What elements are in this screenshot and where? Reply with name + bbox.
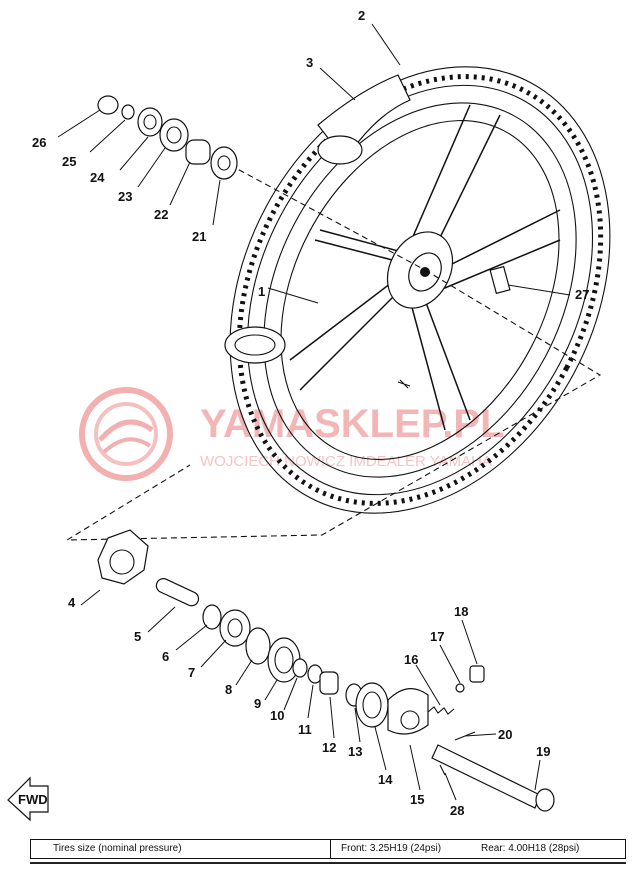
- tire-size-front: Front: 3.25H19 (24psi): [341, 843, 442, 854]
- callout-15: 15: [410, 792, 424, 807]
- callout-23: 23: [118, 189, 132, 204]
- wheel-assembly: [224, 66, 611, 514]
- callout-18: 18: [454, 604, 468, 619]
- callout-9: 9: [254, 696, 261, 711]
- fwd-label: FWD: [18, 792, 48, 807]
- watermark: YAMASKLEP.PL WOJCIECH NOWICZ IMDEALER YA…: [79, 387, 505, 481]
- callout-12: 12: [322, 740, 336, 755]
- callout-1: 1: [258, 284, 265, 299]
- tire-size-table: Tires size (nominal pressure) Front: 3.2…: [30, 839, 626, 859]
- watermark-brand: YAMASKLEP.PL: [200, 402, 505, 446]
- callout-19: 19: [536, 744, 550, 759]
- callout-28: 28: [450, 803, 464, 818]
- callout-25: 25: [62, 154, 76, 169]
- leader-lines: [57, 23, 571, 801]
- axle-parts-lower: [97, 529, 555, 812]
- callout-7: 7: [188, 665, 195, 680]
- forward-direction-icon: FWD: [7, 776, 49, 822]
- callout-24: 24: [90, 170, 105, 185]
- callout-22: 22: [154, 207, 168, 222]
- callout-5: 5: [134, 629, 141, 644]
- callout-3: 3: [306, 55, 313, 70]
- callout-10: 10: [270, 708, 284, 723]
- callout-21: 21: [192, 229, 206, 244]
- watermark-subtitle: WOJCIECH NOWICZ IMDEALER YAMAHA: [200, 453, 492, 470]
- callout-20: 20: [498, 727, 512, 742]
- callout-17: 17: [430, 629, 444, 644]
- callout-2: 2: [358, 8, 365, 23]
- callout-6: 6: [162, 649, 169, 664]
- bearing-stack-upper: [97, 95, 238, 180]
- tire-size-rear: Rear: 4.00H18 (28psi): [481, 843, 580, 854]
- watermark-logo-icon: [79, 387, 173, 481]
- bottom-rule: [30, 862, 626, 864]
- callout-16: 16: [404, 652, 418, 667]
- tire-size-label: Tires size (nominal pressure): [31, 840, 331, 858]
- callout-4: 4: [68, 595, 76, 610]
- callout-labels: 1 2 3 4 5 6 7 8 9 10 11 12 13 14 15 16 1…: [32, 8, 589, 818]
- callout-27: 27: [575, 287, 589, 302]
- callout-26: 26: [32, 135, 46, 150]
- axis-lines: [64, 164, 602, 541]
- callout-11: 11: [298, 722, 312, 737]
- tube-part: [317, 74, 411, 165]
- callout-14: 14: [378, 772, 393, 787]
- callout-8: 8: [225, 682, 232, 697]
- callout-13: 13: [348, 744, 362, 759]
